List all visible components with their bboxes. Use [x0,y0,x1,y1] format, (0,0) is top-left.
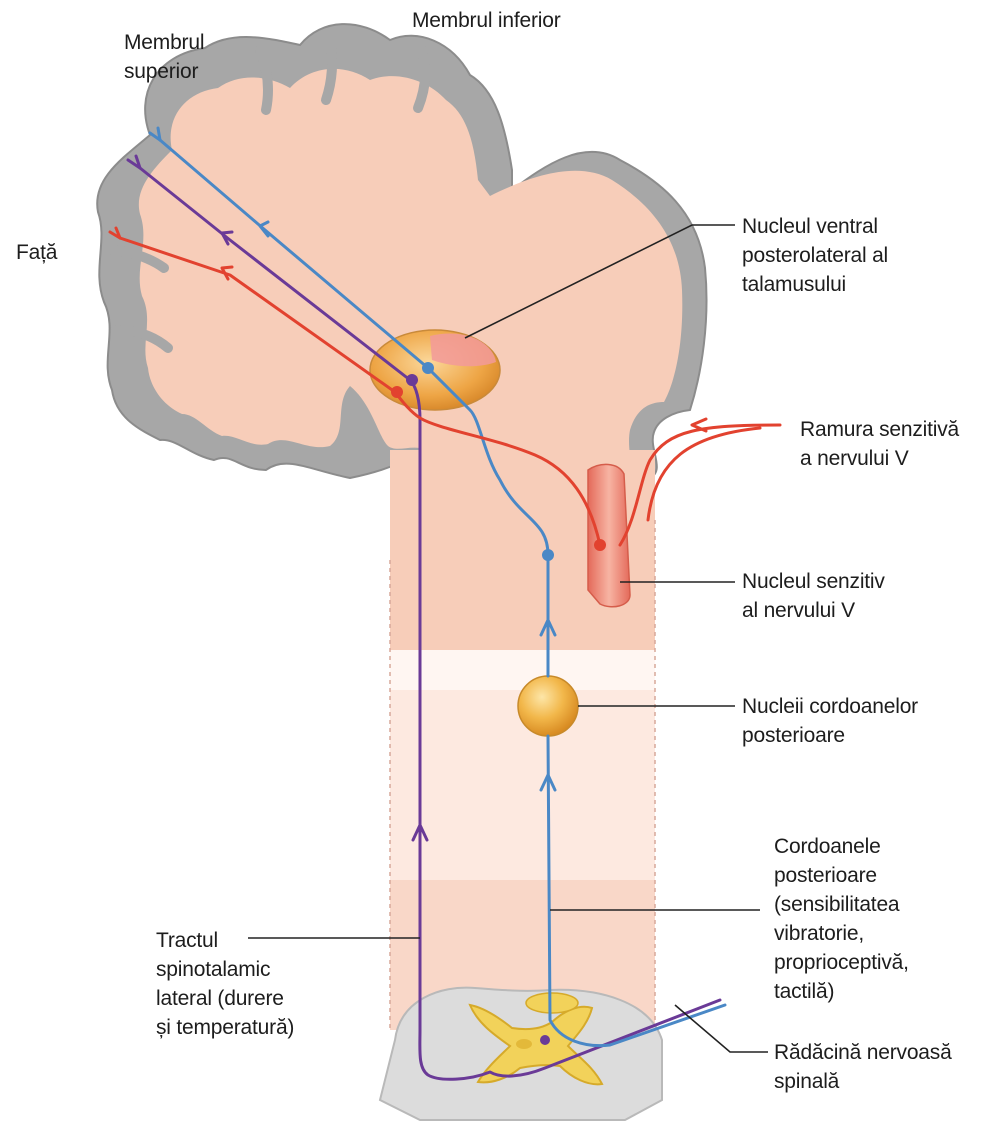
label-radacina-nervoasa: Rădăcină nervoasă spinală [774,1038,952,1096]
sulcus [326,40,332,100]
central-canal [516,1039,532,1049]
synapse-dot-blue [422,362,434,374]
label-fata: Față [16,238,57,267]
cord-segment-upper [390,650,655,690]
label-tractul-spinotalamic: Tractul spinotalamic lateral (durere și … [156,926,294,1042]
synapse-dot-purple [406,374,418,386]
label-membrul-inferior: Membrul inferior [412,6,561,35]
cerebral-hemisphere [97,24,706,478]
synapse-dot-red [391,386,403,398]
label-membrul-superior: Membrul superior [124,28,204,86]
thalamus-vpl [370,330,500,410]
synapse-dot-blue [542,549,554,561]
spinal-cord-section [380,988,662,1120]
synapse-dot-red [594,539,606,551]
white-matter [139,69,682,478]
label-nucleul-ventral: Nucleul ventral posterolateral al talamu… [742,212,888,299]
label-ramura-senzitiva: Ramura senzitivă a nervului V [800,415,959,473]
dorsal-root-ganglion [526,993,578,1013]
label-nucleul-senzitiv: Nucleul senzitiv al nervului V [742,567,885,625]
synapse-dot-purple [540,1035,550,1045]
label-nucleii-cordoanelor: Nucleii cordoanelor posterioare [742,692,918,750]
label-cordoanele-posterioare: Cordoanele posterioare (sensibilitatea v… [774,832,909,1006]
dorsal-column-nucleus [518,676,578,736]
